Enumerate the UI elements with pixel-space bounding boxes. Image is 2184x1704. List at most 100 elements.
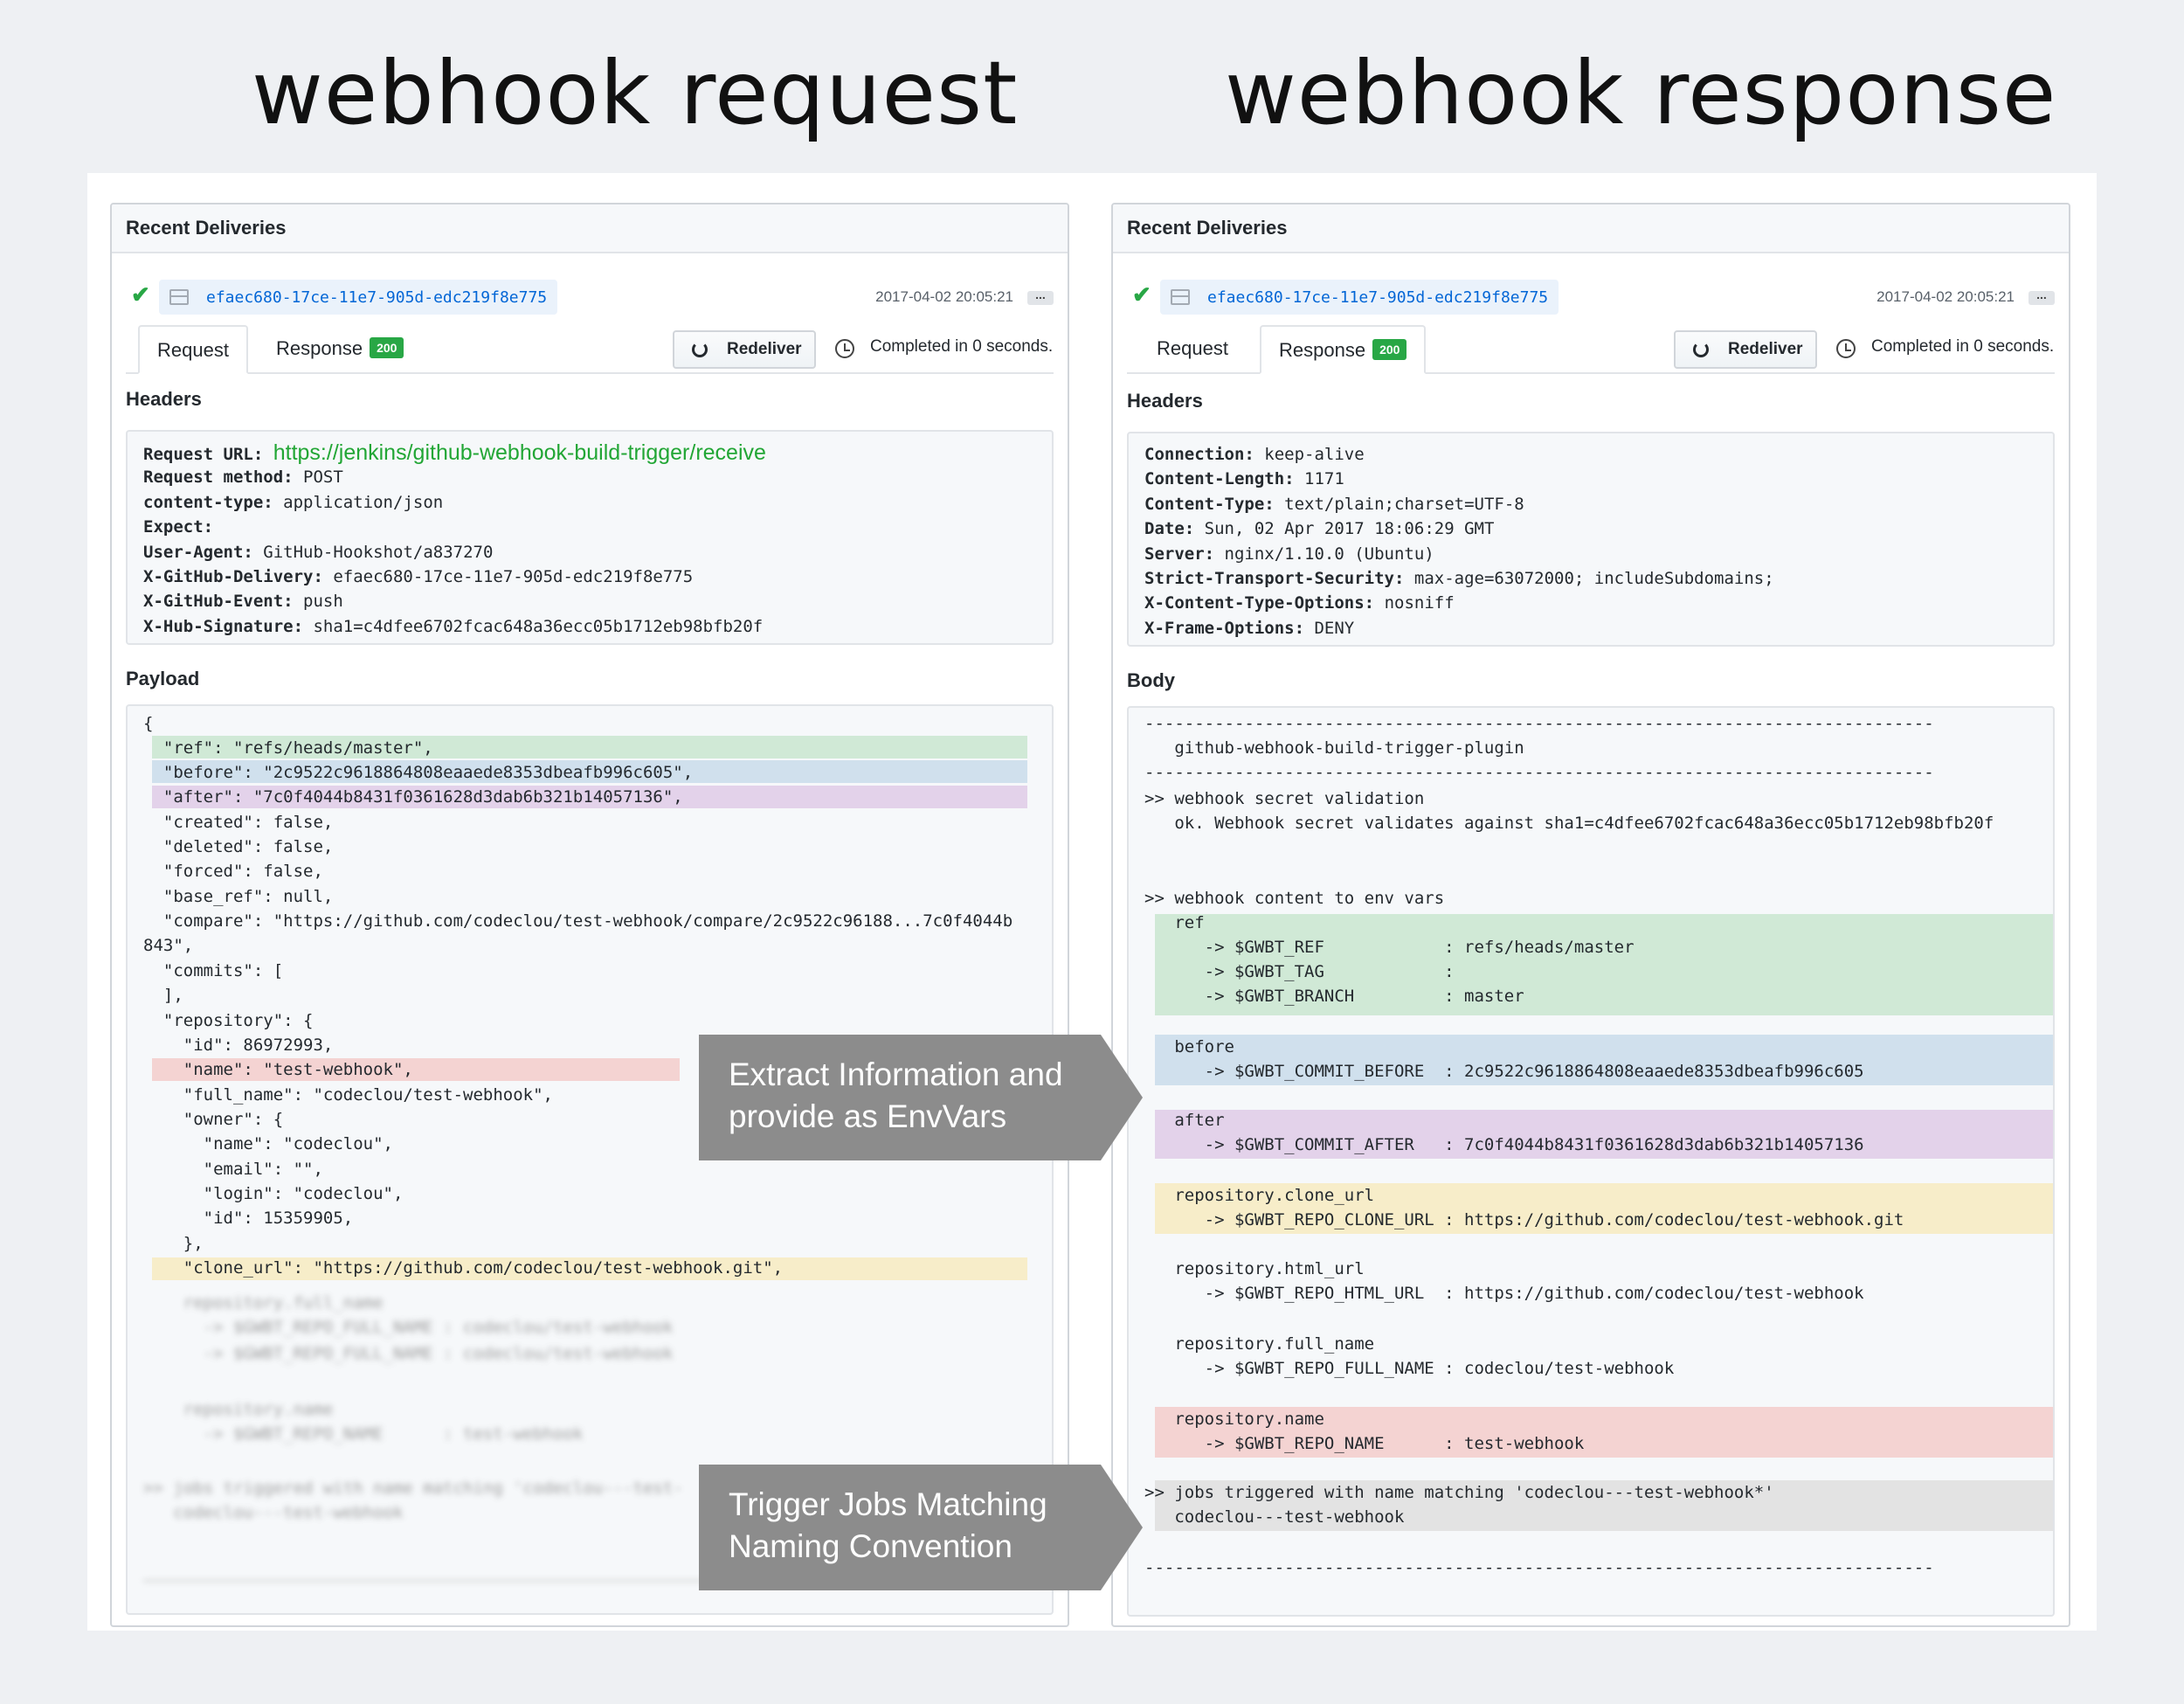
title-webhook-request: webhook request	[252, 42, 1019, 144]
payload-line: "created": false,	[143, 813, 334, 832]
body-line: -> $GWBT_COMMIT_AFTER : 7c0f4044b8431f03…	[1144, 1135, 1864, 1154]
blurred-line: repository.full_name	[143, 1293, 384, 1313]
request-headers-box: Request URL: https://jenkins/github-webh…	[126, 430, 1054, 645]
header-line: X-GitHub-Delivery: efaec680-17ce-11e7-90…	[143, 566, 694, 586]
body-line: -> $GWBT_REPO_CLONE_URL : https://github…	[1144, 1210, 1904, 1230]
request-url-value: https://jenkins/github-webhook-build-tri…	[273, 440, 766, 465]
header-line: Request URL: https://jenkins/github-webh…	[143, 440, 766, 465]
tab-response-label: Response	[276, 337, 363, 359]
header-line: Server: nginx/1.10.0 (Ubuntu)	[1144, 544, 1434, 564]
payload-line: "name": "test-webhook",	[143, 1060, 413, 1079]
body-title: Body	[1127, 669, 1175, 691]
header-line: User-Agent: GitHub-Hookshot/a837270	[143, 542, 494, 562]
tab-request-label: Request	[157, 339, 229, 361]
body-line: repository.full_name	[1144, 1334, 1375, 1354]
body-line: -> $GWBT_REPO_FULL_NAME : codeclou/test-…	[1144, 1359, 1675, 1378]
highlight-before-block	[1155, 1035, 2053, 1085]
callout-extract-envvars: Extract Information and provide as EnvVa…	[699, 1035, 1143, 1160]
payload-line: },	[143, 1234, 204, 1253]
body-line: before	[1144, 1037, 1234, 1056]
body-line: -> $GWBT_BRANCH : master	[1144, 987, 1524, 1006]
completed-text: Completed in 0 seconds.	[1871, 337, 2055, 356]
refresh-icon	[692, 342, 708, 357]
delivery-guid: efaec680-17ce-11e7-905d-edc219f8e775	[1207, 287, 1549, 307]
body-line: ref	[1144, 913, 1205, 932]
panel-title: Recent Deliveries	[1113, 204, 2069, 253]
blurred-divider	[143, 1580, 982, 1582]
payload-line: 843",	[143, 936, 194, 955]
headers-title: Headers	[126, 388, 202, 410]
callout-trigger-jobs: Trigger Jobs Matching Naming Convention	[699, 1465, 1143, 1590]
payload-line: "forced": false,	[143, 862, 323, 881]
highlight-jobs-block	[1155, 1480, 2053, 1531]
body-line: repository.html_url	[1144, 1259, 1365, 1278]
header-line: Strict-Transport-Security: max-age=63072…	[1144, 568, 1774, 588]
delivery-row[interactable]: ✔ efaec680-17ce-11e7-905d-edc219f8e775 2…	[131, 280, 1054, 315]
body-line: ok. Webhook secret validates against sha…	[1144, 814, 1994, 833]
header-line: X-Hub-Signature: sha1=c4dfee6702fcac648a…	[143, 616, 764, 636]
body-line: repository.clone_url	[1144, 1186, 1375, 1205]
tab-request[interactable]: Request	[1139, 325, 1246, 374]
request-delivery-panel: Recent Deliveries ✔ efaec680-17ce-11e7-9…	[110, 203, 1069, 1627]
redeliver-button[interactable]: Redeliver	[1674, 330, 1817, 369]
redeliver-label: Redeliver	[1728, 340, 1803, 358]
body-line: >> webhook secret validation	[1144, 789, 1425, 808]
blurred-line: codeclou---test-webhook	[143, 1503, 404, 1522]
header-line: X-Frame-Options: DENY	[1144, 618, 1355, 638]
header-line: Date: Sun, 02 Apr 2017 18:06:29 GMT	[1144, 519, 1495, 539]
payload-line: ],	[143, 986, 183, 1005]
tab-request-label: Request	[1157, 337, 1228, 359]
delivery-row[interactable]: ✔ efaec680-17ce-11e7-905d-edc219f8e775 2…	[1132, 280, 2055, 315]
body-line: -> $GWBT_REF : refs/heads/master	[1144, 938, 1635, 957]
body-line: -> $GWBT_TAG :	[1144, 962, 1455, 981]
redeliver-label: Redeliver	[727, 340, 802, 358]
payload-line: "id": 86972993,	[143, 1036, 334, 1055]
payload-line: {	[143, 714, 154, 733]
payload-line: "after": "7c0f4044b8431f0361628d3dab6b32…	[143, 787, 683, 807]
payload-line: "ref": "refs/heads/master",	[143, 738, 433, 758]
body-line: ----------------------------------------…	[1144, 714, 1934, 733]
body-line: ----------------------------------------…	[1144, 763, 1934, 782]
tab-response-label: Response	[1279, 339, 1366, 361]
payload-line: "name": "codeclou",	[143, 1134, 393, 1153]
blurred-line: repository.name	[143, 1400, 334, 1419]
headers-title: Headers	[1127, 390, 1203, 412]
body-line: -> $GWBT_COMMIT_BEFORE : 2c9522c96188648…	[1144, 1062, 1864, 1081]
delivery-guid: efaec680-17ce-11e7-905d-edc219f8e775	[206, 287, 548, 307]
blurred-line: >> jobs triggered with name matching 'co…	[143, 1479, 683, 1498]
payload-line: "base_ref": null,	[143, 887, 334, 906]
payload-line: "deleted": false,	[143, 837, 334, 856]
redeliver-button[interactable]: Redeliver	[673, 330, 816, 369]
tab-request[interactable]: Request	[138, 325, 248, 374]
more-button[interactable]: ...	[1027, 288, 1054, 305]
body-line: ----------------------------------------…	[1144, 1558, 1934, 1577]
payload-line: "before": "2c9522c9618864808eaaede8353db…	[143, 763, 694, 782]
completed-text: Completed in 0 seconds.	[870, 337, 1054, 356]
header-line: Request method: POST	[143, 468, 343, 488]
package-icon	[1171, 289, 1190, 305]
response-delivery-panel: Recent Deliveries ✔ efaec680-17ce-11e7-9…	[1111, 203, 2070, 1627]
body-line: after	[1144, 1111, 1225, 1130]
highlight-ref	[152, 736, 1027, 758]
body-line: >> webhook content to env vars	[1144, 889, 1445, 908]
more-button[interactable]: ...	[2028, 288, 2055, 305]
payload-line: "email": "",	[143, 1160, 323, 1179]
payload-line: "owner": {	[143, 1110, 284, 1129]
body-line: codeclou---test-webhook	[1144, 1507, 1405, 1527]
payload-line: "full_name": "codeclou/test-webhook",	[143, 1085, 553, 1105]
delivery-timestamp: 2017-04-02 20:05:21	[1876, 288, 2015, 305]
delivery-guid-link[interactable]: efaec680-17ce-11e7-905d-edc219f8e775	[1160, 280, 1559, 315]
payload-line: "compare": "https://github.com/codeclou/…	[143, 911, 1013, 931]
highlight-ref-block	[1155, 914, 2053, 1015]
payload-title: Payload	[126, 668, 200, 689]
header-line: X-GitHub-Event: push	[143, 592, 343, 612]
body-line: -> $GWBT_REPO_HTML_URL : https://github.…	[1144, 1284, 1864, 1303]
delivery-guid-link[interactable]: efaec680-17ce-11e7-905d-edc219f8e775	[159, 280, 558, 315]
header-line: Content-Type: text/plain;charset=UTF-8	[1144, 494, 1524, 514]
highlight-clone-url-block	[1155, 1183, 2053, 1234]
panel-title: Recent Deliveries	[112, 204, 1068, 253]
blurred-line: -> $GWBT_REPO_FULL_NAME : codeclou/test-…	[143, 1344, 674, 1363]
